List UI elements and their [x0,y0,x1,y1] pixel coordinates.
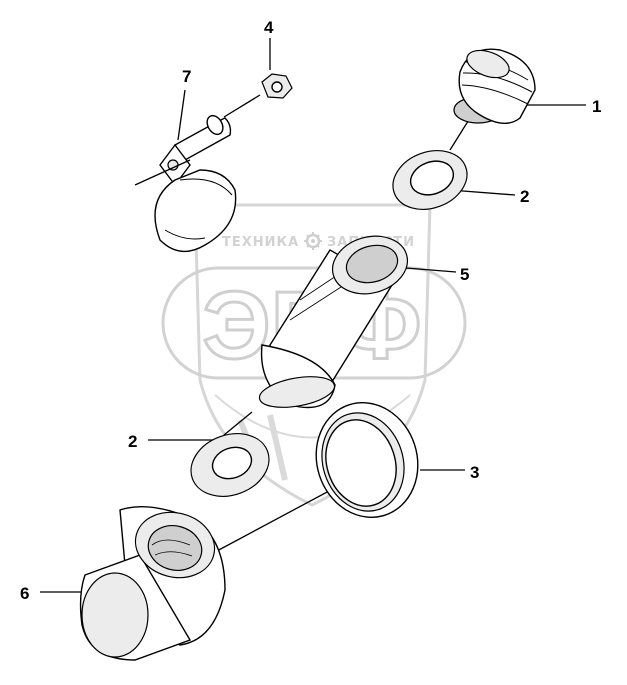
tee-body-part [79,505,226,661]
gasket-top-part [392,150,468,210]
label-clamp: 7 [182,67,191,86]
label-pipe: 5 [460,265,469,284]
ring-part [315,402,419,518]
watermark-shield [193,203,432,507]
watermark-word-left: ТЕХНИКА [222,235,299,250]
label-ring: 3 [470,463,479,482]
clamp-part [134,114,237,253]
label-gasket-bottom: 2 [128,432,137,451]
gear-icon [304,232,322,250]
label-gasket-top: 2 [520,187,529,206]
label-nut: 4 [264,18,274,37]
pipe-part [258,235,409,409]
label-body: 6 [20,584,29,603]
cap-part [453,48,536,124]
nut-part [261,73,293,99]
label-cap: 1 [592,97,601,116]
gasket-bottom-part [190,433,270,497]
